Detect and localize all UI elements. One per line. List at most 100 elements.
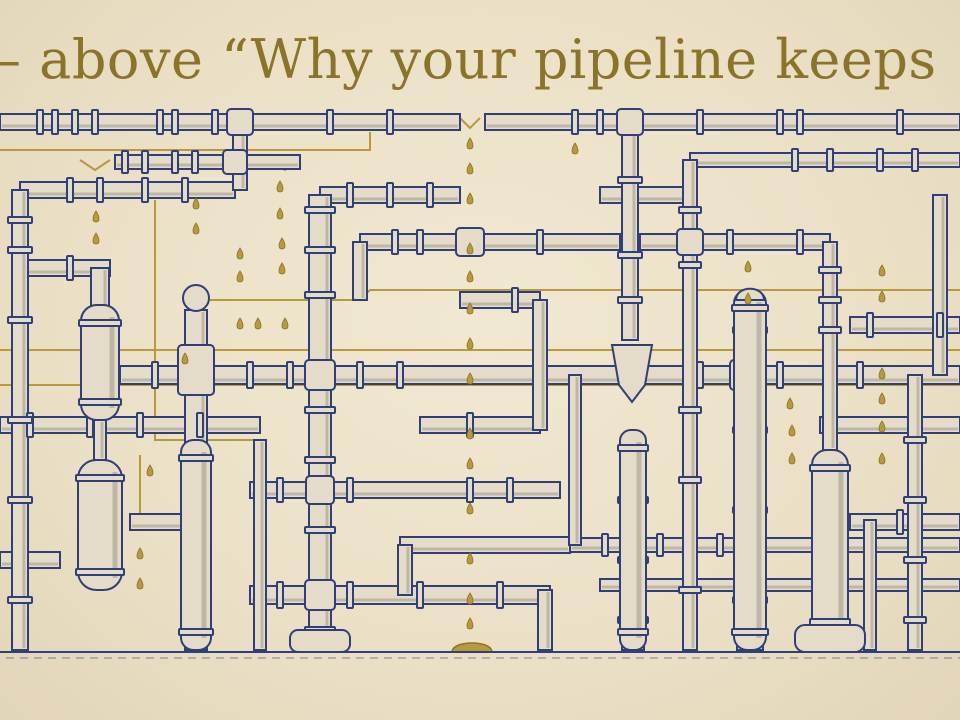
leak-drop-icon [136,547,144,560]
vertical-pipe [93,419,107,461]
leak-drop-icon [878,290,886,303]
pipe-coupling [936,312,944,338]
pipe-coupling [304,291,336,299]
pipe-coupling [466,477,474,503]
pipe-coupling [304,406,336,414]
pipe-coupling [181,177,189,203]
pipe-coupling [731,628,769,636]
leak-drop-icon [466,242,474,255]
pipe-coupling [903,556,927,564]
vertical-pipe [863,519,877,651]
vertical-pipe [537,589,553,651]
horizontal-pipe [419,416,541,434]
pipe-coupling [326,109,334,135]
leak-drop-icon [878,420,886,433]
leak-drops [92,137,886,630]
leak-drop-icon [788,452,796,465]
pipe-coupling [66,255,74,281]
pipe-coupling [731,304,769,312]
pipe-coupling [818,326,842,334]
pipe-joint [676,228,704,256]
pipe-coupling [903,496,927,504]
pipe-coupling [776,109,784,135]
pipe-coupling [391,229,399,255]
pipe-coupling [51,109,59,135]
pipe-coupling [346,477,354,503]
vertical-pipe [568,374,582,546]
pipe-coupling [171,150,179,174]
leak-drop-icon [276,207,284,220]
leak-drop-icon [878,392,886,405]
pipe-coupling [78,398,122,406]
pipe-coupling [396,361,404,389]
horizontal-pipe [19,181,236,199]
pipe-coupling [141,177,149,203]
pipe-coupling [571,109,579,135]
leak-drop-icon [136,577,144,590]
dome-cap [734,287,766,301]
headline-text: – above “Why your pipeline keeps leaki [0,28,954,91]
pipe-coupling [151,361,159,389]
pipe-coupling [511,287,519,313]
pipe-coupling [678,586,702,594]
leak-drop-icon [466,457,474,470]
pipe-coupling [536,229,544,255]
pipe-coupling [809,464,851,472]
pipe-coupling [796,109,804,135]
pipe-coupling [191,150,199,174]
leak-drop-icon [466,337,474,350]
leak-puddle [451,642,493,653]
pipe-coupling [7,416,33,424]
pipe-coupling [506,477,514,503]
pipe-coupling [66,177,74,203]
pipe-coupling [617,251,643,259]
pipe-coupling [304,456,336,464]
pipe-coupling [896,109,904,135]
pipe-coupling [178,454,214,462]
vertical-pipe [907,374,923,651]
leak-drop-icon [571,142,579,155]
pipe-coupling [903,616,927,624]
vertical-pipe [397,544,413,596]
pipe-coupling [596,109,604,135]
leak-drop-icon [466,592,474,605]
leak-drop-icon [466,617,474,630]
pipe-coupling [156,109,164,135]
pipe-coupling [896,509,904,535]
pipe-coupling [96,177,104,203]
leak-drop-icon [192,197,200,210]
pipe-base [794,624,866,653]
pipe-coupling [617,444,649,452]
pipe-joint [304,579,336,611]
pipe-base [289,629,351,653]
pipe-coupling [246,361,254,389]
pipe-coupling [617,176,643,184]
leak-drop-icon [466,502,474,515]
pipe-coupling [911,148,919,172]
leak-drop-icon [466,192,474,205]
leak-drop-icon [466,162,474,175]
pipe-coupling [71,109,79,135]
leak-drop-icon [878,452,886,465]
pipe-coupling [356,361,364,389]
gold-guide-line [459,117,481,130]
pipe-coupling [826,148,834,172]
horizontal-pipe [459,291,541,309]
pipe-coupling [791,148,799,172]
pipe-coupling [678,476,702,484]
horizontal-pipe [484,113,960,131]
leak-drop-icon [146,464,154,477]
pipe-coupling [617,628,649,636]
pipe-joint [222,149,248,175]
pipe-coupling [818,296,842,304]
pipe-coupling [171,109,179,135]
pipe-coupling [617,296,643,304]
vertical-pipe [532,299,548,431]
horizontal-pipe [0,416,261,434]
pipe-coupling [178,628,214,636]
leak-drop-icon [878,367,886,380]
vertical-pipe [932,194,948,376]
pipe-coupling [426,182,434,208]
pressure-tank [619,429,647,651]
